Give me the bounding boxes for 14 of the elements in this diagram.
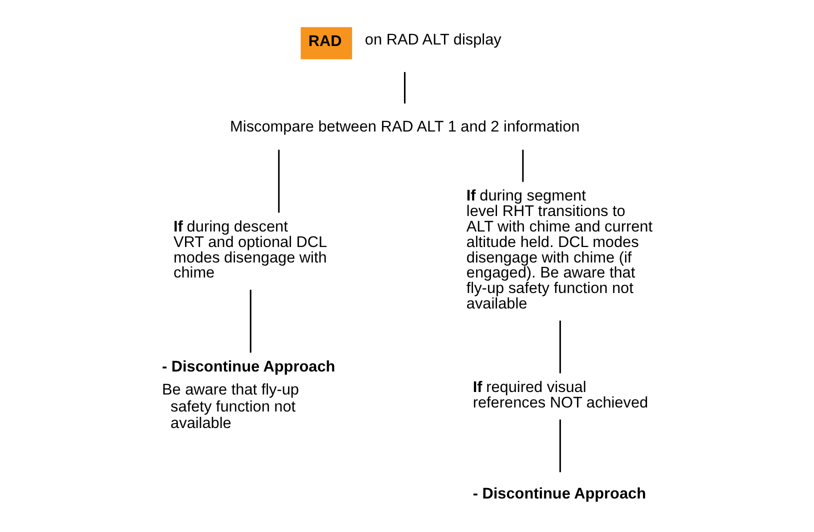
node-box: RAD <box>300 27 352 60</box>
connector <box>522 150 524 182</box>
node-text: Miscompare between RAD ALT 1 and 2 information <box>230 118 580 136</box>
connector <box>404 72 406 104</box>
node-text: - Discontinue Approach <box>472 486 646 503</box>
node-text: If required visual references NOT achieved <box>472 379 648 412</box>
node-text: If during descent VRT and optional DCL modes disengage with chime <box>174 218 328 282</box>
connector <box>250 290 252 353</box>
node-text: If during segment level RHT transitions to ALT with chime and current altitude held. DCL modes disengage with chime (if engaged). Be aware that fly-up safety function not available <box>466 188 653 313</box>
node-label: on RAD ALT display <box>364 32 502 49</box>
connector <box>559 420 561 472</box>
node-text: - Discontinue Approach Be aware that fly-up safety function not available <box>162 358 336 432</box>
connector <box>559 320 561 374</box>
connector <box>278 150 280 213</box>
